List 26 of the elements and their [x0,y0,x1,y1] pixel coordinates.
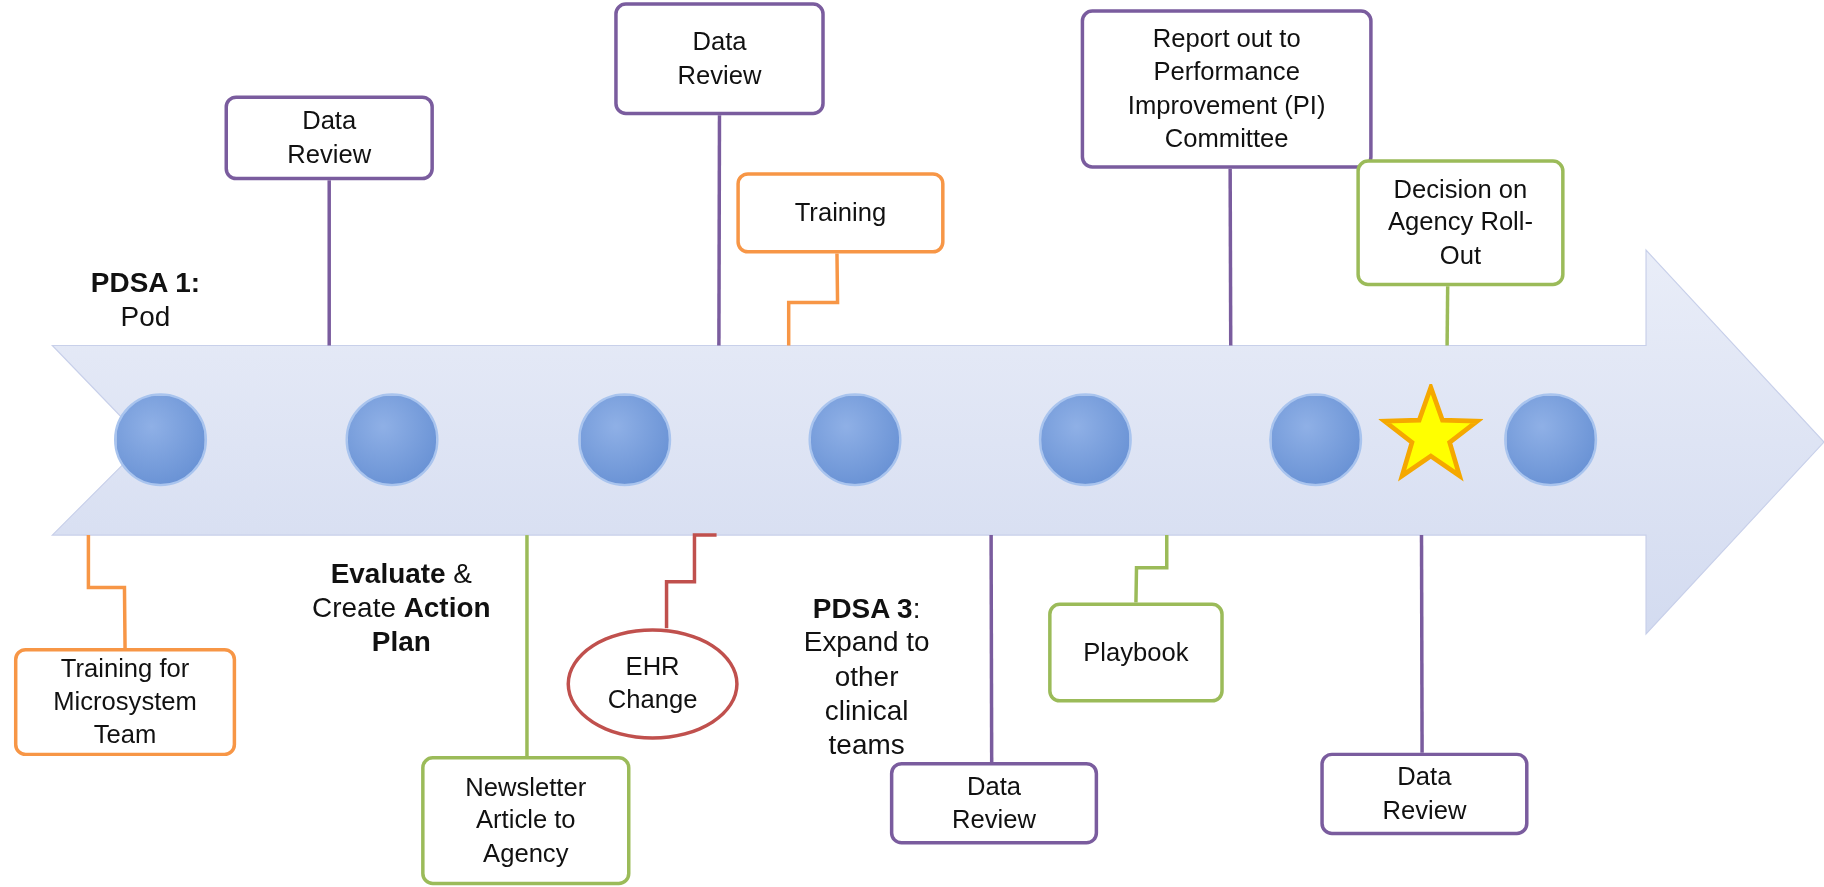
leader-line [1228,168,1233,346]
event-box: Data Review [1320,752,1529,836]
leader-line [1445,286,1450,346]
event-box: Data Review [614,2,825,116]
event-box: Training [736,172,945,254]
leader-line [1419,535,1424,753]
event-box: Playbook [1048,602,1224,703]
leader-line [717,115,722,346]
star-icon [1378,383,1484,484]
leader-line [786,253,840,346]
leader-line [327,180,331,346]
event-box: Training for Microsystem Team [13,647,237,757]
phase-label: Evaluate & Create Action Plan [311,556,492,659]
leader-line [1134,535,1169,603]
event-box: Data Review [224,95,434,181]
phase-label: PDSA 1: Pod [89,265,201,334]
leader-line [86,535,127,648]
event-box: Newsletter Article to Agency [421,756,631,886]
event-box: Report out to Performance Improvement (PI) Committee [1080,9,1373,169]
event-ellipse: EHR Change [566,628,739,740]
phase-label: PDSA 3: Expand to other clinical teams [802,591,931,762]
leader-line [525,535,529,757]
event-box: Data Review [889,761,1099,845]
leader-line [664,533,717,629]
event-box: Decision on Agency Roll-Out [1356,159,1565,287]
leader-line [989,535,994,762]
